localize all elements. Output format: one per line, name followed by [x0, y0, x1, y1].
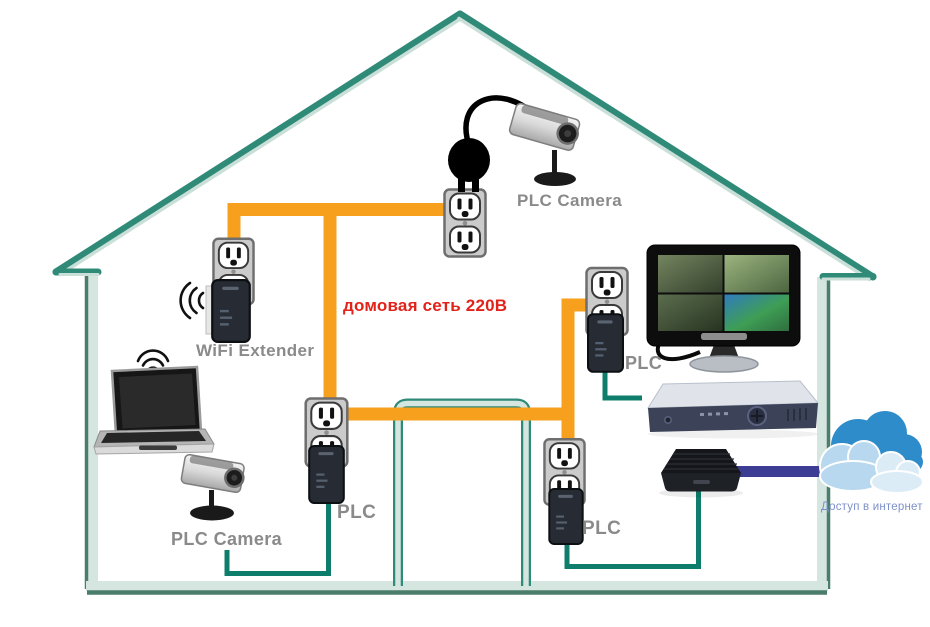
floor [86, 581, 828, 595]
router-icon [659, 449, 743, 498]
doorway [393, 398, 531, 586]
label-plc-camera-top: PLC Camera [517, 191, 623, 210]
label-plc-top-right: PLC [625, 353, 663, 373]
plc-camera-top-icon [508, 102, 581, 186]
cctv-monitor-icon [646, 244, 801, 373]
label-plc-camera-bottom: PLC Camera [171, 529, 283, 549]
label-power-network: домовая сеть 220В [343, 296, 508, 315]
label-internet-access: Доступ в интернет [821, 501, 923, 513]
ethernet-line [224, 350, 701, 576]
power-outlet-top [443, 188, 487, 258]
plc-adapter-bottom-right [548, 488, 584, 545]
wifi-extender-device [205, 279, 251, 343]
plc-adapter-middle [308, 445, 345, 504]
power-line [227, 203, 588, 445]
right-wall [817, 277, 831, 589]
wifi-signal-extender-icon [179, 281, 205, 320]
label-plc-bottom-right: PLC [582, 518, 622, 539]
label-plc-middle: PLC [337, 502, 377, 523]
laptop-icon [93, 365, 215, 455]
left-wall [84, 271, 98, 589]
dvr-recorder-icon [647, 380, 820, 439]
label-wifi-extender: WiFi Extender [196, 341, 315, 360]
roof [52, 10, 877, 282]
internet-cloud-icon [819, 411, 924, 494]
plc-adapter-top-right [587, 313, 624, 373]
plc-camera-bottom-icon [180, 453, 245, 521]
